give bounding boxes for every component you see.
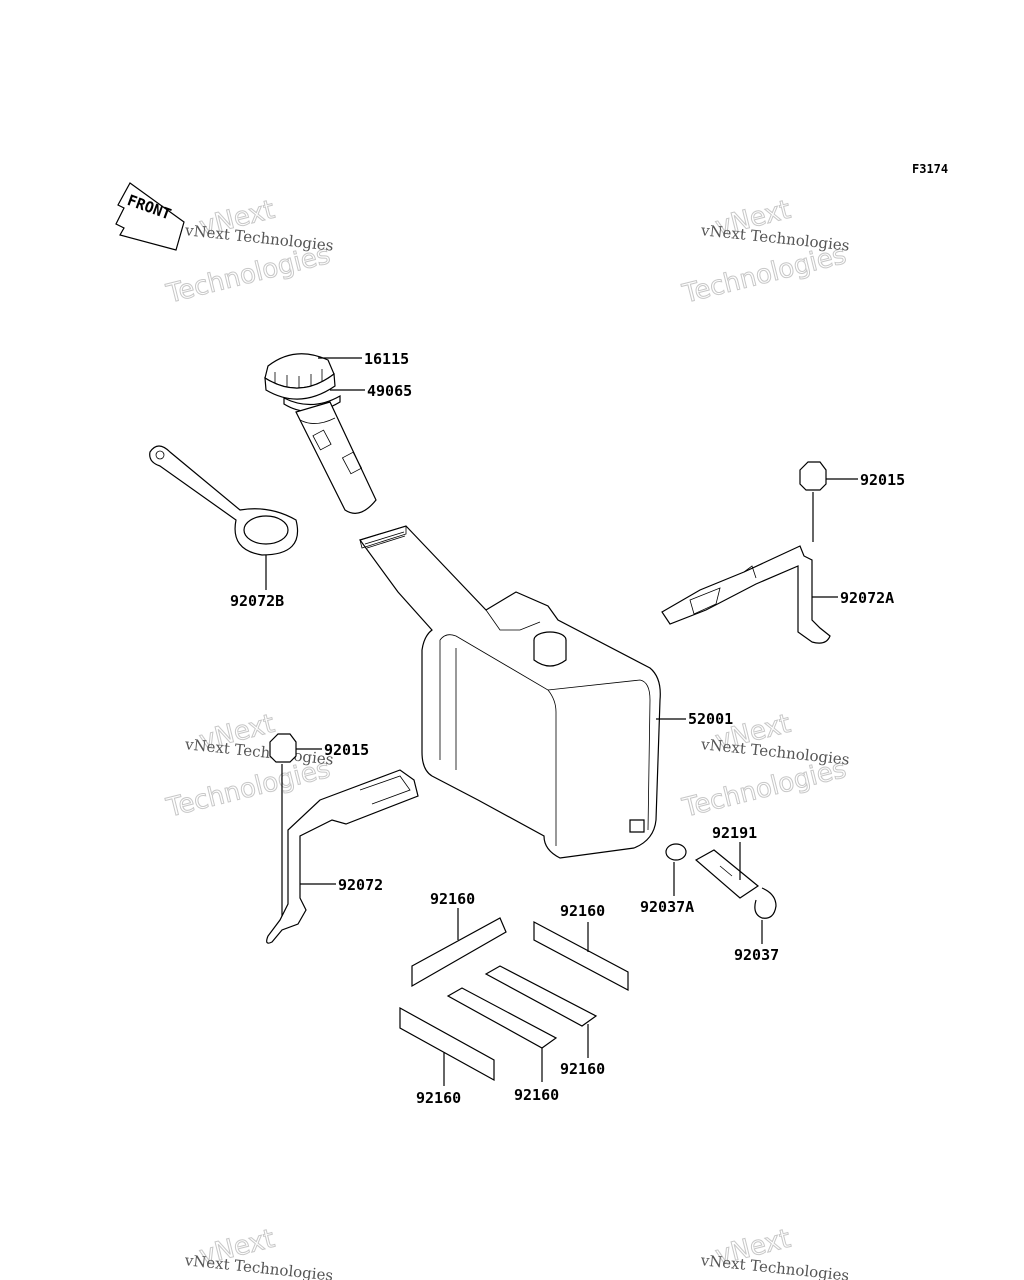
label-92160-5: 92160 bbox=[416, 1089, 461, 1107]
label-92072A: 92072A bbox=[840, 589, 894, 607]
pad-1-drawing bbox=[411, 908, 507, 988]
watermark-mid-left: vNext Technologies vNext Technologies bbox=[162, 708, 334, 824]
nut-left-drawing bbox=[269, 733, 322, 920]
bracket-right-drawing bbox=[661, 545, 838, 644]
figure-code: F3174 bbox=[912, 162, 948, 176]
pad-2-drawing bbox=[533, 921, 629, 991]
label-92191: 92191 bbox=[712, 824, 757, 842]
label-92160-1: 92160 bbox=[430, 890, 475, 908]
label-52001: 52001 bbox=[688, 710, 733, 728]
label-16115: 16115 bbox=[364, 350, 409, 368]
label-49065: 49065 bbox=[367, 382, 412, 400]
label-92072B: 92072B bbox=[230, 592, 284, 610]
nut-right-drawing bbox=[799, 461, 858, 542]
front-arrow-icon: FRONT bbox=[115, 182, 185, 251]
filler-cap-drawing bbox=[264, 353, 362, 400]
bracket-left-drawing bbox=[266, 769, 419, 944]
pad-3-drawing bbox=[484, 965, 598, 1058]
pad-5-drawing bbox=[399, 1006, 495, 1086]
label-92160-2: 92160 bbox=[560, 902, 605, 920]
clamp-a-drawing bbox=[665, 843, 687, 896]
label-92037A: 92037A bbox=[640, 898, 694, 916]
label-92160-3: 92160 bbox=[560, 1060, 605, 1078]
label-92037: 92037 bbox=[734, 946, 779, 964]
pad-4-drawing bbox=[446, 987, 558, 1082]
watermark-bottom-left: vNext vNext Technologies bbox=[183, 1223, 334, 1280]
label-92160-4: 92160 bbox=[514, 1086, 559, 1104]
label-92015-left: 92015 bbox=[324, 741, 369, 759]
filter-strainer-drawing bbox=[283, 389, 377, 514]
strap-ring-drawing bbox=[149, 445, 299, 590]
label-92072: 92072 bbox=[338, 876, 383, 894]
hose-drawing bbox=[694, 842, 760, 899]
label-92015-right: 92015 bbox=[860, 471, 905, 489]
watermark-top-right: vNext Technologies vNext Technologies bbox=[678, 194, 850, 310]
watermark-top-left: vNext Technologies vNext Technologies bbox=[162, 194, 334, 310]
watermark-bottom-right: vNext vNext Technologies bbox=[699, 1223, 850, 1280]
oil-tank-drawing bbox=[359, 525, 686, 859]
clamp-drawing bbox=[754, 887, 777, 944]
